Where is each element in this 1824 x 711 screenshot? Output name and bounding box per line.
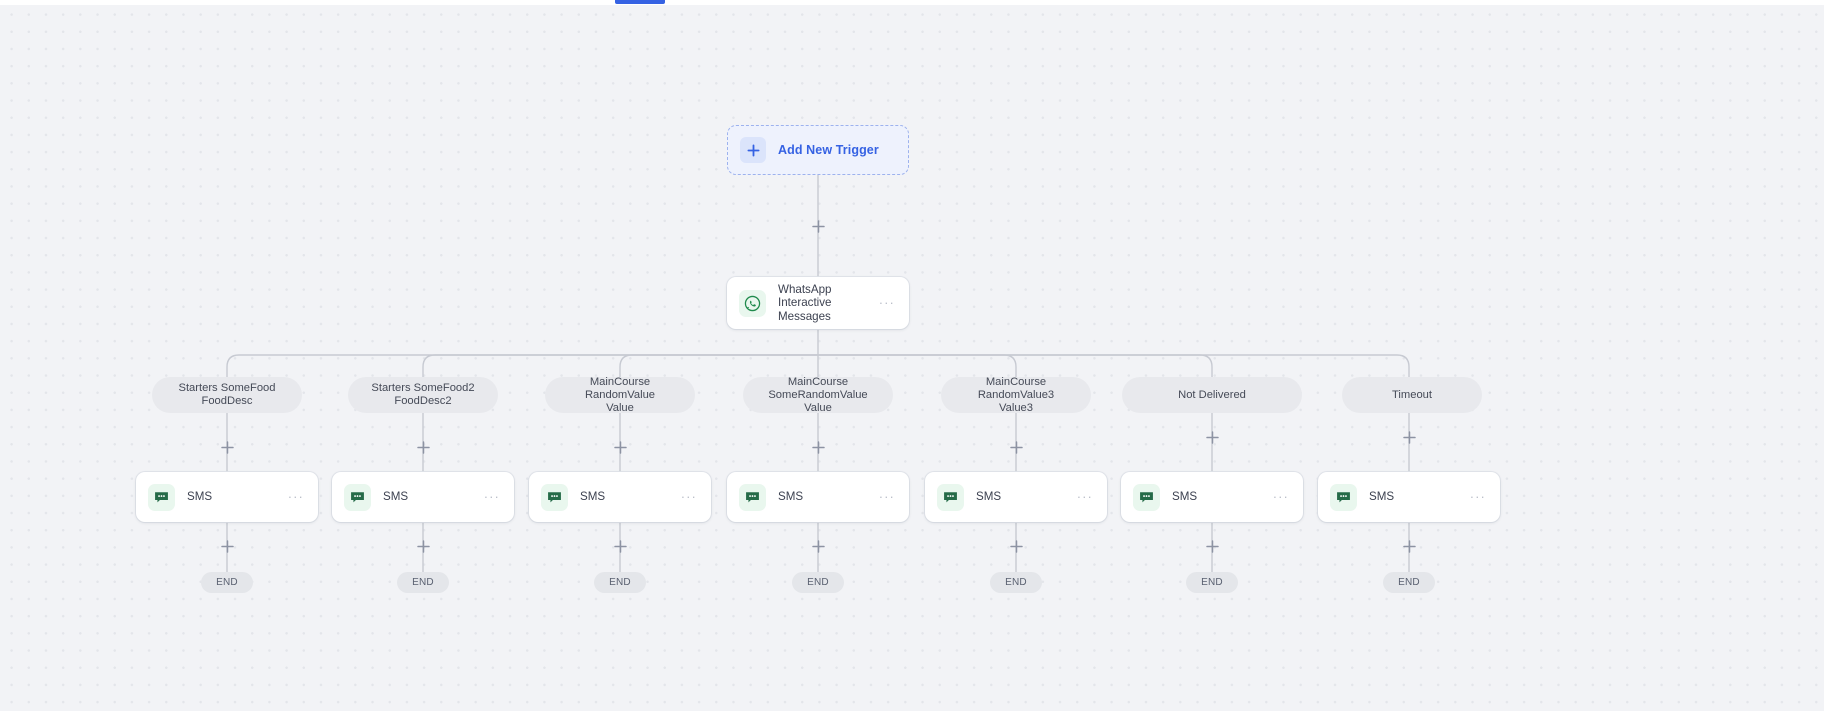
branch-label-text: MainCourse SomeRandomValue Value (768, 375, 868, 414)
branch-label-3[interactable]: MainCourse SomeRandomValue Value (743, 375, 893, 414)
end-pill-1[interactable]: END (397, 572, 449, 593)
branch-label-text: MainCourse RandomValue Value (584, 375, 656, 414)
branch-label-5[interactable]: Not Delivered (1122, 377, 1302, 413)
add-step-handle-end-6[interactable] (1402, 539, 1417, 554)
sms-node-menu-button[interactable]: ··· (1469, 489, 1486, 504)
sms-icon (739, 483, 766, 511)
add-step-handle-end-4[interactable] (1009, 539, 1024, 554)
add-step-handle-trigger[interactable] (811, 219, 826, 234)
add-step-handle-branch-3[interactable] (811, 440, 826, 455)
end-pill-5[interactable]: END (1186, 572, 1238, 593)
end-pill-0[interactable]: END (201, 572, 253, 593)
branch-label-text: Starters SomeFood2 FoodDesc2 (371, 382, 475, 407)
branch-label-2[interactable]: MainCourse RandomValue Value (545, 375, 695, 414)
add-step-handle-end-1[interactable] (416, 539, 431, 554)
sms-node-title: SMS (383, 490, 409, 504)
branch-label-0[interactable]: Starters SomeFood FoodDesc (152, 377, 302, 413)
sms-icon (148, 483, 175, 511)
sms-icon (937, 483, 964, 511)
sms-icon (1133, 483, 1160, 511)
sms-node-1[interactable]: SMS ··· (332, 472, 514, 522)
plus-icon (740, 137, 766, 163)
whatsapp-icon (739, 289, 766, 317)
sms-node-3[interactable]: SMS ··· (727, 472, 909, 522)
end-label: END (807, 577, 829, 588)
sms-node-menu-button[interactable]: ··· (287, 489, 304, 504)
branch-label-text: Not Delivered (1178, 388, 1246, 401)
end-label: END (1005, 577, 1027, 588)
end-pill-4[interactable]: END (990, 572, 1042, 593)
add-new-trigger-label: Add New Trigger (778, 143, 879, 157)
sms-icon (344, 483, 371, 511)
branch-label-4[interactable]: MainCourse RandomValue3 Value3 (941, 375, 1091, 414)
sms-node-2[interactable]: SMS ··· (529, 472, 711, 522)
add-step-handle-branch-5[interactable] (1205, 430, 1220, 445)
end-label: END (1398, 577, 1420, 588)
sms-node-menu-button[interactable]: ··· (1076, 489, 1093, 504)
sms-node-title: SMS (1172, 490, 1198, 504)
branch-label-6[interactable]: Timeout (1342, 377, 1482, 413)
sms-node-5[interactable]: SMS ··· (1121, 472, 1303, 522)
whatsapp-node-menu-button[interactable]: ··· (878, 295, 895, 310)
add-step-handle-branch-4[interactable] (1009, 440, 1024, 455)
end-label: END (1201, 577, 1223, 588)
sms-node-title: SMS (778, 490, 804, 504)
add-new-trigger-node[interactable]: Add New Trigger (727, 125, 909, 175)
sms-node-6[interactable]: SMS ··· (1318, 472, 1500, 522)
end-pill-6[interactable]: END (1383, 572, 1435, 593)
sms-node-title: SMS (580, 490, 606, 504)
add-step-handle-end-0[interactable] (220, 539, 235, 554)
sms-node-menu-button[interactable]: ··· (878, 489, 895, 504)
end-label: END (412, 577, 434, 588)
sms-node-title: SMS (976, 490, 1002, 504)
add-step-handle-branch-0[interactable] (220, 440, 235, 455)
sms-icon (541, 483, 568, 511)
branch-label-text: Starters SomeFood FoodDesc (178, 382, 276, 407)
whatsapp-interactive-messages-node[interactable]: WhatsApp Interactive Messages ··· (727, 277, 909, 329)
sms-node-menu-button[interactable]: ··· (483, 489, 500, 504)
add-step-handle-end-5[interactable] (1205, 539, 1220, 554)
top-strip (0, 0, 1824, 5)
add-step-handle-end-2[interactable] (613, 539, 628, 554)
sms-node-4[interactable]: SMS ··· (925, 472, 1107, 522)
branch-label-1[interactable]: Starters SomeFood2 FoodDesc2 (348, 377, 498, 413)
add-step-handle-branch-6[interactable] (1402, 430, 1417, 445)
end-pill-2[interactable]: END (594, 572, 646, 593)
sms-node-title: SMS (187, 490, 213, 504)
sms-icon (1330, 483, 1357, 511)
whatsapp-node-title: WhatsApp Interactive Messages (778, 282, 832, 323)
sms-node-menu-button[interactable]: ··· (680, 489, 697, 504)
branch-label-text: MainCourse RandomValue3 Value3 (977, 375, 1055, 414)
sms-node-title: SMS (1369, 490, 1395, 504)
sms-node-0[interactable]: SMS ··· (136, 472, 318, 522)
add-step-handle-end-3[interactable] (811, 539, 826, 554)
add-step-handle-branch-1[interactable] (416, 440, 431, 455)
sms-node-menu-button[interactable]: ··· (1272, 489, 1289, 504)
end-label: END (609, 577, 631, 588)
branch-label-text: Timeout (1392, 388, 1432, 401)
end-pill-3[interactable]: END (792, 572, 844, 593)
active-tab-indicator (615, 0, 665, 4)
add-step-handle-branch-2[interactable] (613, 440, 628, 455)
end-label: END (216, 577, 238, 588)
